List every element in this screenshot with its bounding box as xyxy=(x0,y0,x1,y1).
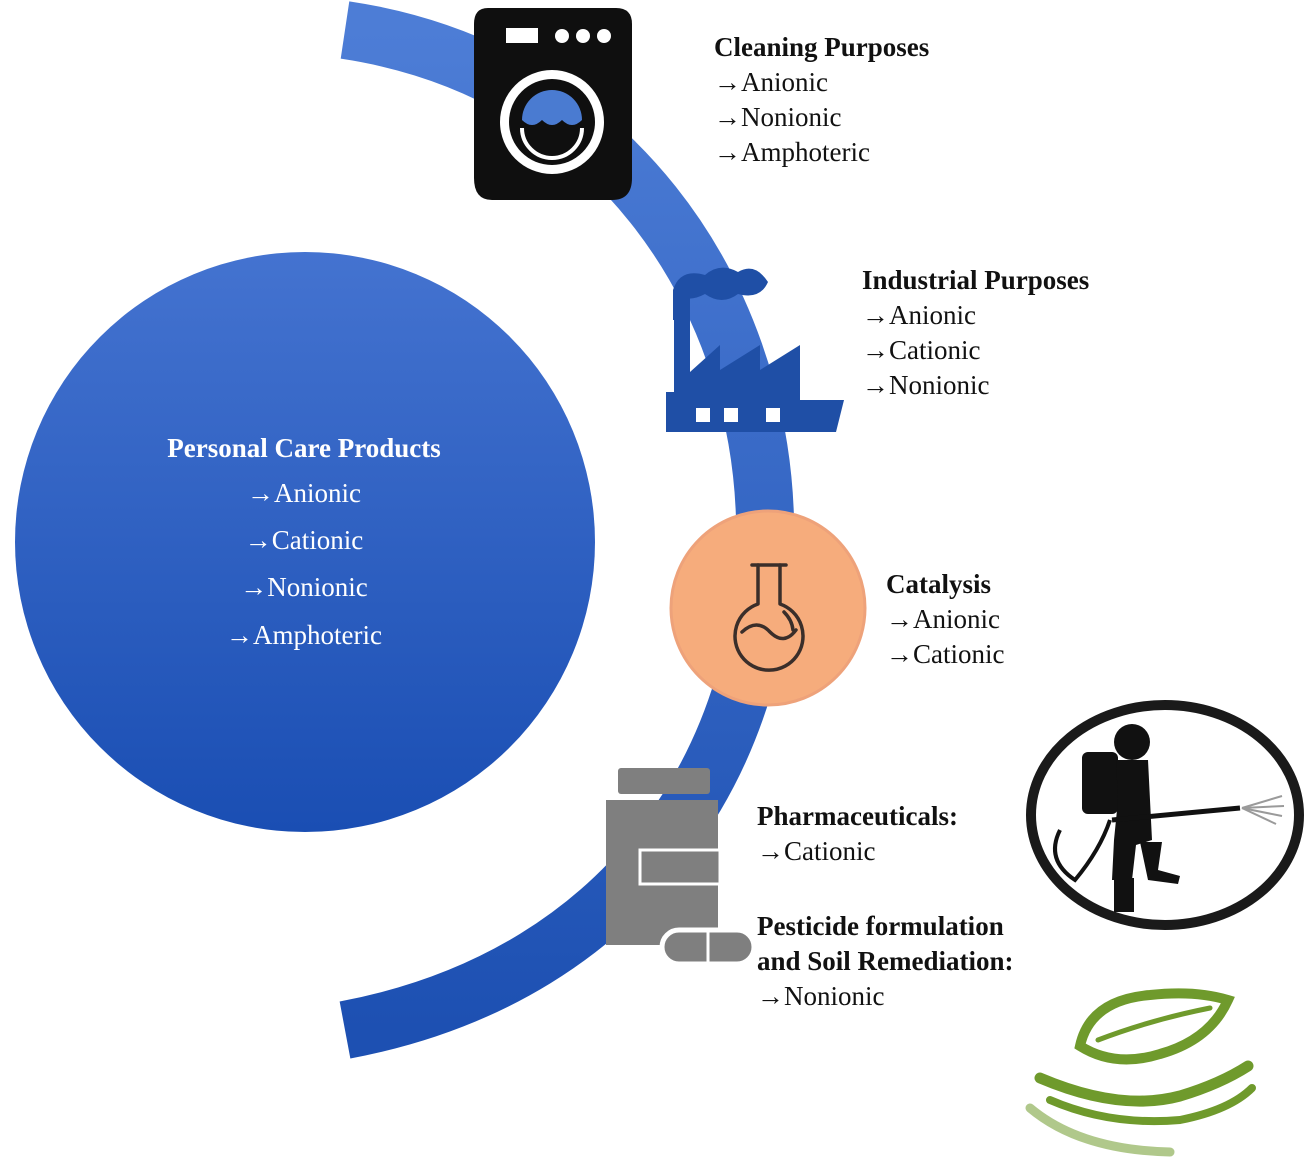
personal-care-item-anionic: Anionic xyxy=(60,470,548,517)
cleaning-title: Cleaning Purposes xyxy=(714,32,930,62)
catalysis-label: Catalysis Anionic Cationic xyxy=(886,567,1004,672)
pesticide-title-line2: and Soil Remediation: xyxy=(757,946,1014,977)
pill-bottle-icon xyxy=(606,768,757,967)
cleaning-item-anionic: Anionic xyxy=(714,65,929,100)
personal-care-title: Personal Care Products xyxy=(167,433,441,463)
industrial-item-cationic: Cationic xyxy=(862,333,1089,368)
industrial-item-nonionic: Nonionic xyxy=(862,368,1089,403)
personal-care-item-amphoteric: Amphoteric xyxy=(60,612,548,659)
cleaning-label: Cleaning Purposes Anionic Nonionic Ampho… xyxy=(714,30,929,170)
factory-icon xyxy=(666,267,844,432)
pharma-title: Pharmaceuticals: xyxy=(757,801,958,831)
pesticide-item-nonionic: Nonionic xyxy=(757,979,1014,1014)
leaf-hand-icon xyxy=(1025,988,1256,1157)
washing-machine-icon xyxy=(474,8,632,200)
personal-care-item-cationic: Cationic xyxy=(60,517,548,564)
pharma-item-cationic: Cationic xyxy=(757,834,958,869)
pharma-label: Pharmaceuticals: Cationic xyxy=(757,799,958,869)
catalysis-item-anionic: Anionic xyxy=(886,602,1004,637)
sprayer-person-icon xyxy=(1026,700,1304,930)
cleaning-item-amphoteric: Amphoteric xyxy=(714,135,929,170)
pesticide-label: Pesticide formulation and Soil Remediati… xyxy=(757,909,1014,1014)
personal-care-text: Personal Care Products Anionic Cationic … xyxy=(60,428,548,659)
industrial-item-anionic: Anionic xyxy=(862,298,1089,333)
catalysis-item-cationic: Cationic xyxy=(886,637,1004,672)
industrial-label: Industrial Purposes Anionic Cationic Non… xyxy=(862,263,1089,403)
pesticide-title-line1: Pesticide formulation xyxy=(757,911,1004,941)
flask-icon xyxy=(669,509,867,707)
catalysis-title: Catalysis xyxy=(886,569,992,599)
personal-care-item-nonionic: Nonionic xyxy=(60,564,548,611)
cleaning-item-nonionic: Nonionic xyxy=(714,100,929,135)
industrial-title: Industrial Purposes xyxy=(862,265,1090,295)
